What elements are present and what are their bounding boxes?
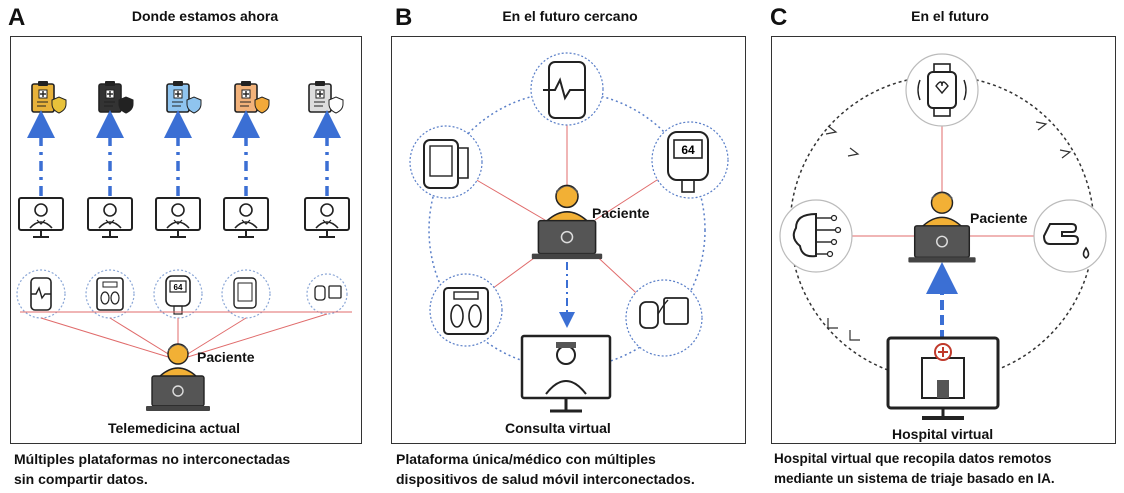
glucometer-readout: 64 xyxy=(681,143,695,157)
panel-a-caption-line1: Múltiples plataformas no interconectadas xyxy=(14,451,291,467)
panel-c-caption: Hospital virtual que recopila datos remo… xyxy=(774,449,1122,489)
panel-a-caption-line2: sin compartir datos. xyxy=(14,471,148,487)
panel-c-frame xyxy=(771,36,1116,444)
clipboard-icon xyxy=(98,80,122,113)
panel-b-caption-line1: Plataforma única/médico con múltiples xyxy=(396,451,656,467)
doctor-monitor-icon xyxy=(18,197,64,238)
clipboard-icon xyxy=(234,80,258,113)
patient-laptop-icon xyxy=(531,184,603,260)
glucometer-readout: 64 xyxy=(174,283,183,292)
panel-a-title: Donde estamos ahora xyxy=(131,8,279,24)
panel-c-bottom-label: Hospital virtual xyxy=(892,426,994,442)
doctor-monitor-icon xyxy=(223,197,269,238)
panel-c-patient-label: Paciente xyxy=(970,210,1028,226)
smartwatch-icon xyxy=(917,63,967,117)
panel-b-diagram: 64 xyxy=(409,52,729,413)
clipboard-icon xyxy=(31,80,55,113)
doctor-monitor-icon xyxy=(87,197,133,238)
doctor-monitor-icon xyxy=(155,197,201,238)
panel-a-caption: Múltiples plataformas no interconectadas… xyxy=(14,449,374,489)
panel-b-patient-label: Paciente xyxy=(592,205,650,221)
glucometer-icon: 64 xyxy=(667,131,709,193)
ai-brain-icon xyxy=(792,212,842,258)
doctor-monitor-icon xyxy=(304,197,350,238)
blood-pressure-icon xyxy=(639,297,689,329)
scale-icon xyxy=(443,287,489,335)
panel-a-frame xyxy=(10,36,362,444)
virtual-hospital-monitor-icon xyxy=(886,336,1000,420)
phone-ecg-icon xyxy=(543,61,586,119)
panel-c-title: En el futuro xyxy=(911,8,989,24)
panel-b-frame xyxy=(391,36,746,444)
panel-c-caption-line1: Hospital virtual que recopila datos remo… xyxy=(774,451,1052,466)
clipboard-icon xyxy=(308,80,332,113)
panel-b-bottom-label: Consulta virtual xyxy=(505,420,611,436)
panel-b-caption-line2: dispositivos de salud móvil interconecta… xyxy=(396,471,695,487)
panel-b-caption: Plataforma única/médico con múltiples di… xyxy=(396,449,756,489)
panel-c-caption-line2: mediante un sistema de triaje basado en … xyxy=(774,471,1055,486)
scale-icon xyxy=(96,277,124,311)
glucometer-icon: 64 xyxy=(165,275,191,315)
panel-a-diagram: 64 xyxy=(16,80,352,412)
panel-a-bottom-label: Telemedicina actual xyxy=(108,420,241,436)
patient-laptop-icon xyxy=(907,191,977,264)
panel-b-letter: B xyxy=(395,4,413,31)
panel-a-patient-label: Paciente xyxy=(197,349,255,365)
blood-pressure-icon xyxy=(314,285,342,301)
pulse-oximeter-icon xyxy=(233,277,257,309)
virtual-consultation-monitor-icon xyxy=(520,334,612,413)
panel-c-letter: C xyxy=(770,4,788,31)
finger-prick-icon xyxy=(1042,223,1090,259)
panel-c-diagram xyxy=(779,53,1107,420)
panel-b-title: En el futuro cercano xyxy=(502,8,638,24)
clipboard-icon xyxy=(166,80,190,113)
panel-a-letter: A xyxy=(8,4,26,31)
pulse-oximeter-icon xyxy=(423,139,469,189)
phone-ecg-icon xyxy=(30,277,52,311)
